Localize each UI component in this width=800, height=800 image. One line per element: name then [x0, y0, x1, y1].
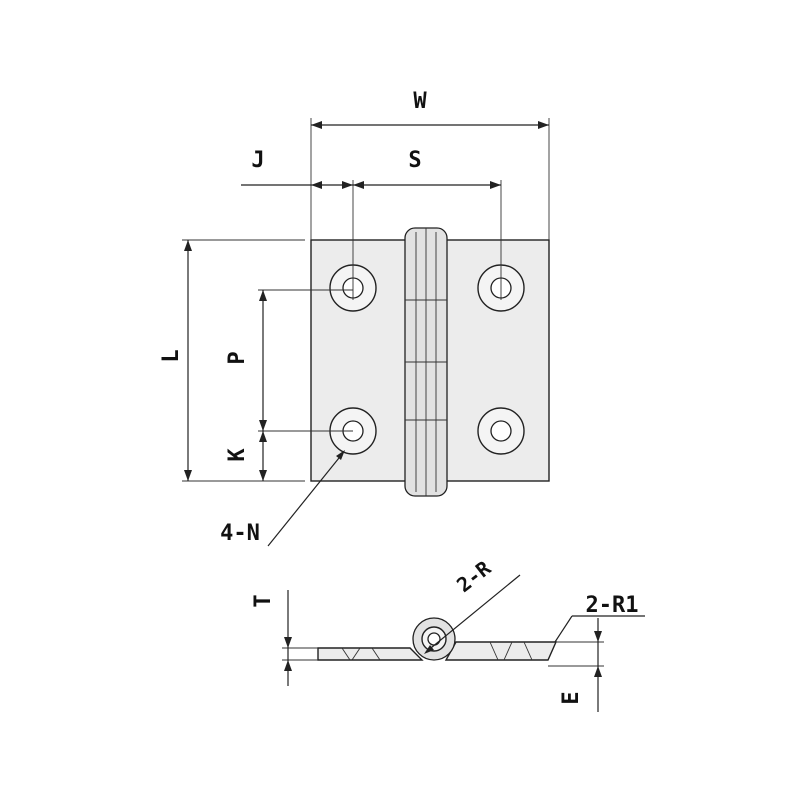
side-leaf-left — [317, 647, 424, 661]
dimension-j-s — [241, 180, 502, 300]
label-2-r1: 2-R1 — [586, 593, 639, 618]
leader-2-r — [424, 574, 521, 654]
label-s: S — [408, 148, 421, 173]
side-leaf-right — [444, 641, 558, 661]
hinge-knuckle — [404, 227, 448, 497]
dimension-l — [182, 239, 305, 482]
hinge-side-view — [317, 617, 558, 661]
label-j: J — [251, 148, 264, 173]
label-l: L — [159, 349, 184, 362]
dimension-p-k — [258, 289, 353, 481]
leader-2-r1 — [554, 615, 645, 643]
dimension-w — [310, 118, 550, 240]
hinge-top-view — [310, 227, 550, 497]
label-e: E — [559, 691, 584, 704]
label-k: K — [225, 448, 250, 462]
label-t: T — [251, 594, 276, 607]
leader-4-n — [267, 450, 345, 547]
label-4-n: 4-N — [220, 521, 260, 546]
dimension-e — [548, 618, 604, 712]
label-w: W — [413, 89, 427, 114]
mounting-hole-bottom-right — [477, 407, 525, 455]
dimension-t — [282, 590, 318, 686]
label-p: P — [225, 351, 250, 364]
label-2-r: 2-R — [452, 555, 496, 597]
